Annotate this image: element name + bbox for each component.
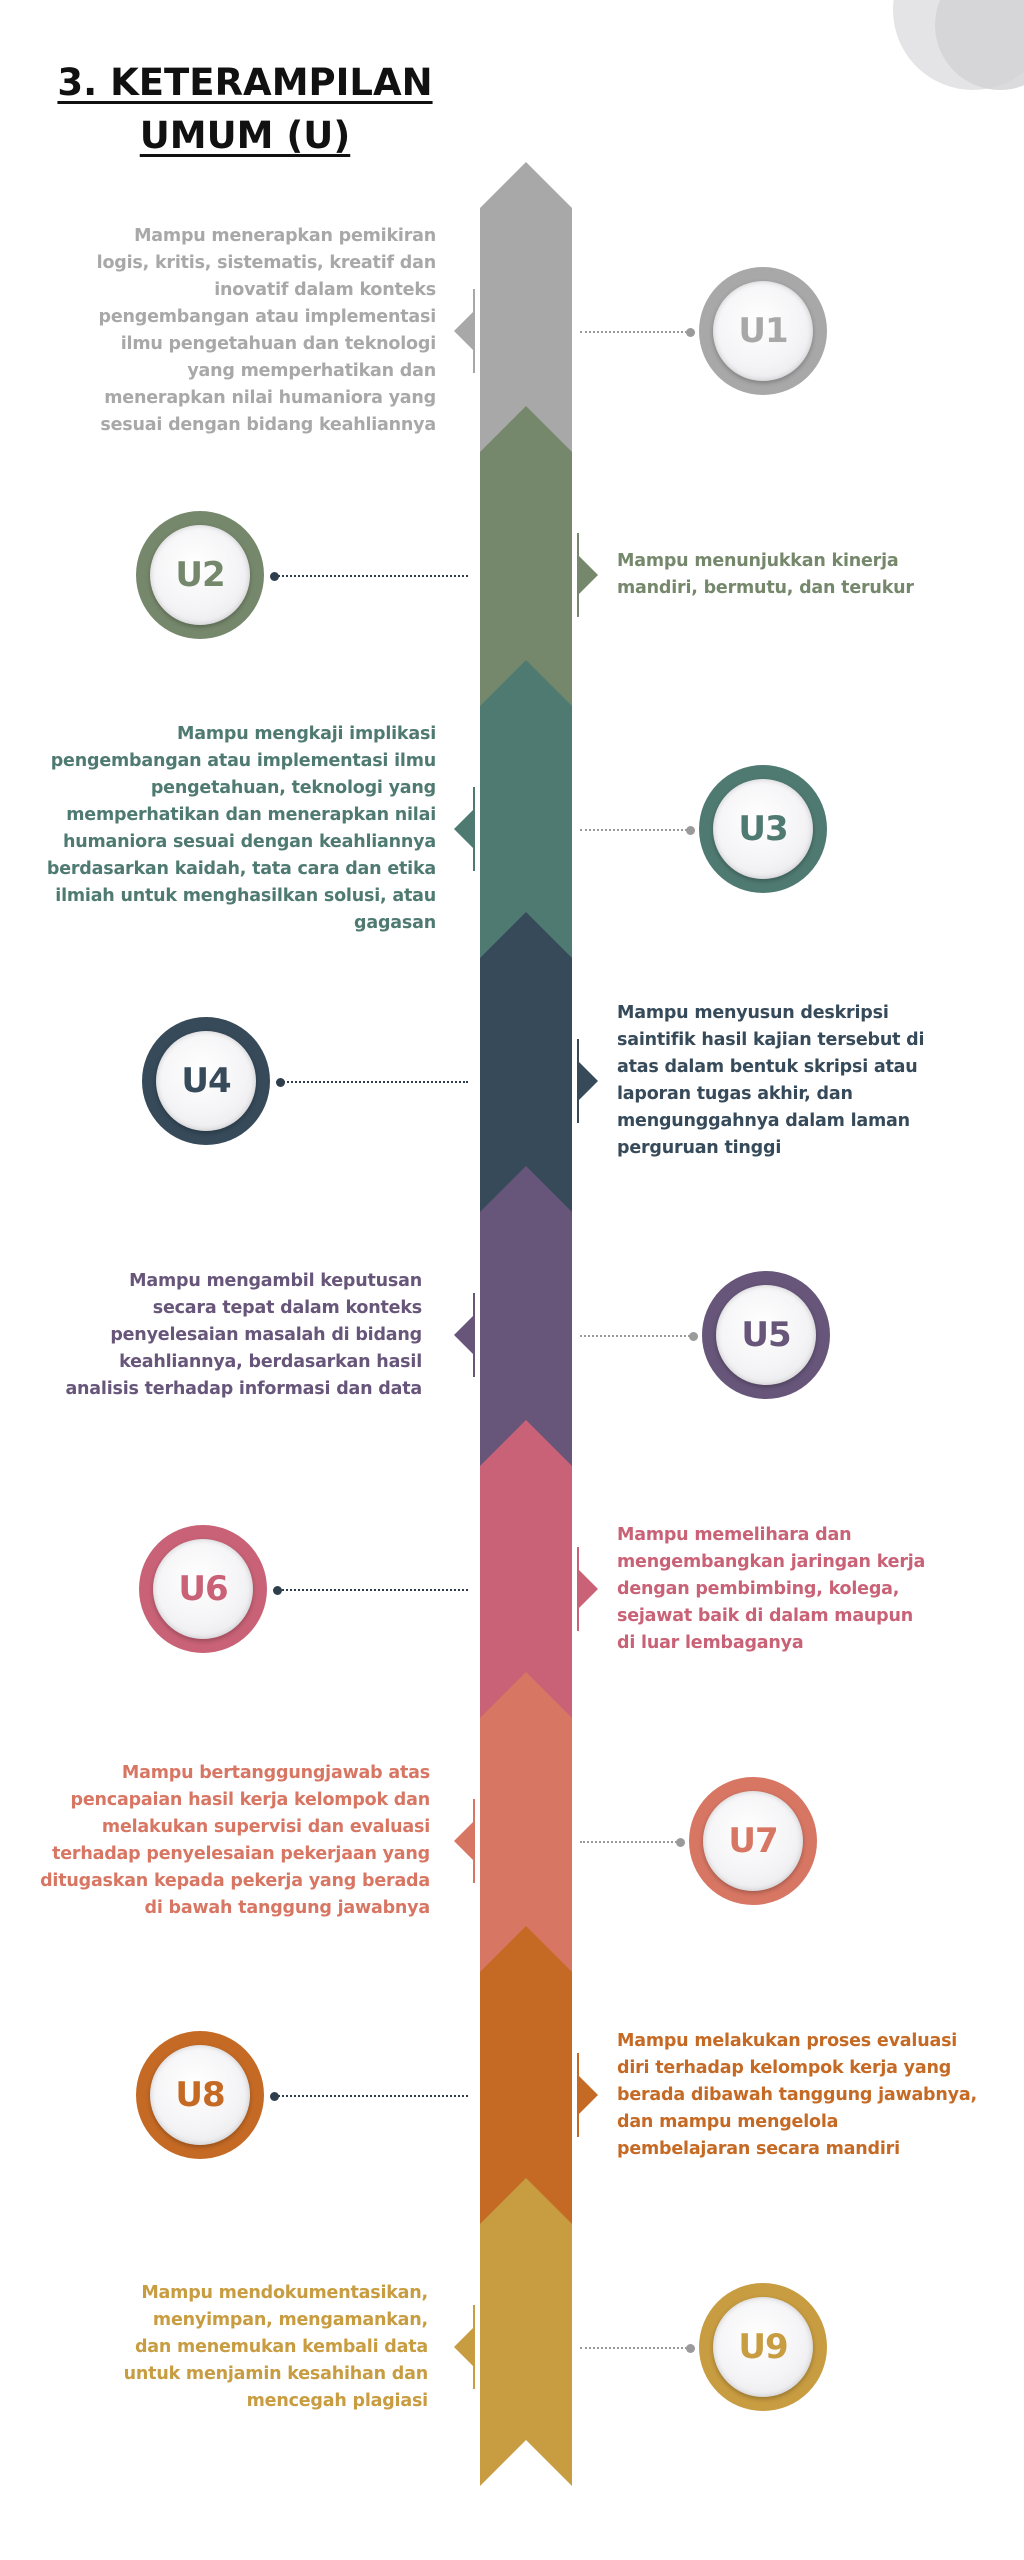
badge-label: U5 — [741, 1315, 791, 1355]
connector-dot — [686, 826, 695, 835]
pointer-bar-u9 — [473, 2305, 475, 2389]
badge-inner: U5 — [716, 1285, 816, 1385]
badge-u6: U6 — [139, 1525, 267, 1653]
connector-line-u6 — [277, 1589, 468, 1591]
pointer-arrow-u2 — [578, 555, 598, 595]
pointer-arrow-u3 — [454, 809, 474, 849]
pointer-arrow-u1 — [454, 311, 474, 351]
pointer-bar-u4 — [577, 1039, 579, 1123]
badge-inner: U6 — [153, 1539, 253, 1639]
badge-inner: U7 — [703, 1791, 803, 1891]
pointer-bar-u7 — [473, 1799, 475, 1883]
badge-u1: U1 — [699, 267, 827, 395]
description-u5: Mampu mengambil keputusan secara tepat d… — [65, 1270, 422, 1399]
badge-inner: U9 — [713, 2297, 813, 2397]
badge-label: U8 — [175, 2075, 225, 2115]
badge-label: U9 — [738, 2327, 788, 2367]
page-title-line-2: UMUM (U) — [139, 114, 351, 157]
connector-dot — [273, 1586, 282, 1595]
description-u1: Mampu menerapkan pemikiran logis, kritis… — [96, 226, 437, 435]
connector-line-u8 — [274, 2095, 468, 2097]
badge-u2: U2 — [136, 511, 264, 639]
connector-line-u3 — [580, 829, 691, 831]
connector-line-u2 — [274, 575, 468, 577]
badge-inner: U2 — [150, 525, 250, 625]
badge-label: U6 — [178, 1569, 228, 1609]
pointer-bar-u6 — [577, 1547, 579, 1631]
connector-line-u1 — [580, 331, 691, 333]
connector-line-u7 — [580, 1841, 681, 1843]
badge-inner: U3 — [713, 779, 813, 879]
chevron-segment-u8 — [480, 1926, 572, 2234]
connector-dot — [270, 2092, 279, 2101]
connector-line-u5 — [580, 1335, 694, 1337]
badge-u8: U8 — [136, 2031, 264, 2159]
connector-dot — [270, 572, 279, 581]
chevron-segment-u4 — [480, 912, 572, 1220]
pointer-arrow-u6 — [578, 1569, 598, 1609]
connector-line-u4 — [280, 1081, 468, 1083]
badge-inner: U1 — [713, 281, 813, 381]
pointer-arrow-u8 — [578, 2075, 598, 2115]
badge-u5: U5 — [702, 1271, 830, 1399]
badge-u4: U4 — [142, 1017, 270, 1145]
chevron-segment-u2 — [480, 406, 572, 714]
badge-u9: U9 — [699, 2283, 827, 2411]
connector-dot — [686, 328, 695, 337]
badge-label: U1 — [738, 311, 788, 351]
badge-label: U3 — [738, 809, 788, 849]
badge-u7: U7 — [689, 1777, 817, 1905]
description-u3: Mampu mengkaji implikasi pengembangan at… — [46, 724, 436, 933]
description-u7: Mampu bertanggungjawab atas pencapaian h… — [40, 1763, 430, 1918]
pointer-arrow-u9 — [454, 2327, 474, 2367]
chevron-segment-u5 — [480, 1166, 572, 1474]
connector-line-u9 — [580, 2347, 691, 2349]
pointer-bar-u2 — [577, 533, 579, 617]
description-u9: Mampu mendokumentasikan, menyimpan, meng… — [123, 2282, 429, 2411]
badge-label: U4 — [181, 1061, 231, 1101]
connector-dot — [686, 2344, 695, 2353]
description-u8: Mampu melakukan proses evaluasi diri ter… — [617, 2030, 977, 2159]
description-u2: Mampu menunjukkan kinerja mandiri, bermu… — [617, 551, 914, 598]
chevron-segment-u1 — [480, 162, 572, 470]
chevron-segment-u6 — [480, 1420, 572, 1728]
pointer-arrow-u5 — [454, 1315, 474, 1355]
pointer-bar-u8 — [577, 2053, 579, 2137]
pointer-arrow-u7 — [454, 1821, 474, 1861]
connector-dot — [276, 1078, 285, 1087]
pointer-bar-u1 — [473, 289, 475, 373]
badge-inner: U4 — [156, 1031, 256, 1131]
description-u4: Mampu menyusun deskripsi saintifik hasil… — [617, 1003, 925, 1158]
chevron-segment-u3 — [480, 660, 572, 968]
page-title-line-1: 3. KETERAMPILAN — [57, 61, 433, 104]
badge-inner: U8 — [150, 2045, 250, 2145]
badge-u3: U3 — [699, 765, 827, 893]
pointer-bar-u5 — [473, 1293, 475, 1377]
chevron-segment-u7 — [480, 1672, 572, 1980]
connector-dot — [676, 1838, 685, 1847]
pointer-arrow-u4 — [578, 1061, 598, 1101]
page-title: 3. KETERAMPILAN UMUM (U) — [40, 56, 450, 162]
description-u6: Mampu memelihara dan mengembangkan jarin… — [617, 1524, 926, 1653]
badge-label: U2 — [175, 555, 225, 595]
chevron-segment-u9 — [480, 2178, 572, 2486]
pointer-bar-u3 — [473, 787, 475, 871]
badge-label: U7 — [728, 1821, 778, 1861]
connector-dot — [689, 1332, 698, 1341]
